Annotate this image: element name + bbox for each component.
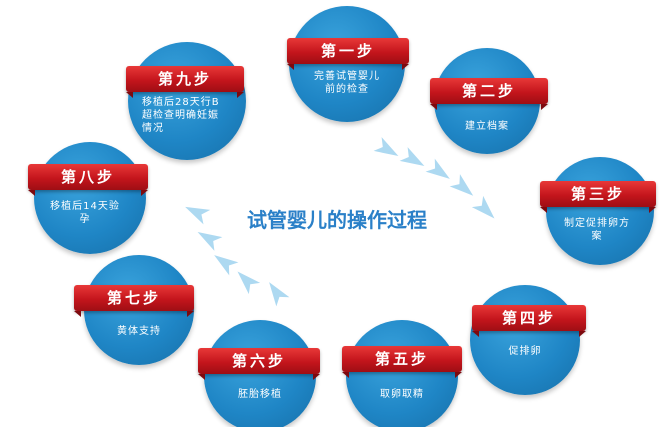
- flow-arrow-8: [214, 255, 239, 276]
- step-7-desc: 黄体支持: [117, 326, 161, 337]
- flow-arrow-9: [237, 271, 261, 295]
- flow-arrow-2: [399, 147, 425, 166]
- flow-arrow-6: [185, 206, 211, 225]
- flow-arrow-1: [373, 137, 399, 156]
- step-6: 第六步 胚胎移植: [198, 320, 320, 427]
- step-1-desc: 完善试管婴儿前的检查: [314, 71, 380, 95]
- flow-arrow-3: [425, 158, 450, 179]
- step-9-circle: [128, 42, 246, 160]
- step-7: 第七步 黄体支持: [74, 255, 198, 373]
- step-4-label: 第四步: [472, 305, 586, 337]
- step-3-desc: 制定促排卵方案: [564, 218, 630, 242]
- step-4-desc: 促排卵: [508, 346, 542, 357]
- step-6-desc: 胚胎移植: [238, 389, 282, 400]
- step-3-label: 第三步: [540, 181, 656, 213]
- step-2-label: 第二步: [430, 78, 548, 110]
- step-8-label: 第八步: [28, 164, 148, 196]
- flow-arrow-10: [269, 282, 290, 307]
- flow-arrow-4: [449, 174, 474, 196]
- step-2: 第二步 建立档案: [428, 48, 548, 158]
- step-7-label: 第七步: [74, 285, 194, 317]
- step-9-label: 第九步: [126, 66, 244, 98]
- step-8: 第八步 移植后14天验孕: [28, 142, 152, 260]
- step-5: 第五步 取卵取精: [342, 320, 462, 427]
- step-8-desc: 移植后14天验孕: [50, 201, 120, 225]
- diagram-title: 试管婴儿的操作过程: [247, 208, 427, 232]
- step-1-label: 第一步: [287, 38, 409, 70]
- step-8-circle: [34, 142, 146, 254]
- step-4-circle: [470, 285, 580, 395]
- step-4: 第四步 促排卵: [466, 285, 586, 405]
- step-9: 第九步 移植后28天行B超检查明确妊娠情况: [120, 38, 250, 164]
- step-6-label: 第六步: [198, 348, 320, 380]
- step-3-circle: [546, 157, 654, 265]
- flow-arrow-5: [471, 195, 495, 219]
- flow-arrow-7: [197, 232, 223, 251]
- step-1: 第一步 完善试管婴儿前的检查: [287, 4, 409, 124]
- step-2-desc: 建立档案: [465, 121, 509, 132]
- step-9-desc: 移植后28天行B超检查明确妊娠情况: [142, 97, 220, 134]
- step-5-label: 第五步: [342, 346, 462, 378]
- step-5-circle: [346, 320, 458, 427]
- step-5-desc: 取卵取精: [380, 389, 424, 400]
- step-3: 第三步 制定促排卵方案: [538, 153, 658, 269]
- step-1-circle: [289, 6, 405, 122]
